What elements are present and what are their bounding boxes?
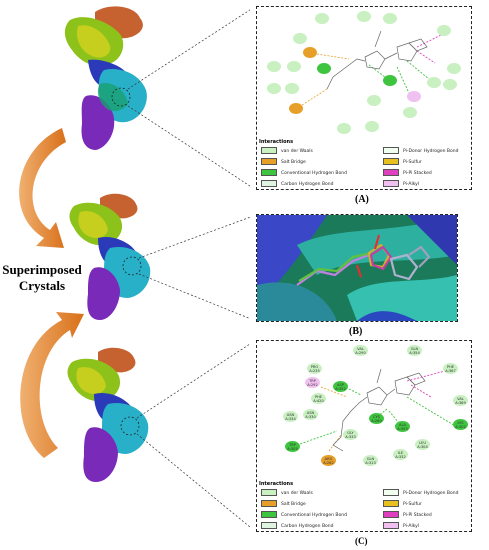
panel-c-label: (C): [355, 536, 368, 546]
residue-node: [289, 103, 303, 114]
legend-item: Pi-Donor Hydrogen Bond: [383, 147, 458, 154]
legend-item: Pi-Pi Stacked: [383, 169, 432, 176]
residue-node: [267, 83, 281, 94]
superimposed-crystals-title: Superimposed Crystals: [2, 262, 82, 293]
legend-item: Carbon Hydrogen Bond: [261, 180, 334, 187]
protein-structures: [19, 6, 250, 528]
residue-gln-354: GLN A:354: [407, 345, 422, 356]
residue-node: [407, 91, 421, 102]
residue-node: [365, 121, 379, 132]
residue-trp-305: TRP A:305: [285, 441, 300, 452]
residue-val-369: VAL A:369: [453, 395, 468, 406]
panel-c: VAL A:290 GLN A:354 PRO A:235 TRP A:292 …: [256, 340, 472, 532]
residue-ala-353: ALA A:353: [395, 421, 410, 432]
residue-leu-304: LEU A:304: [415, 439, 430, 450]
residue-pro-235: PRO A:235: [307, 363, 322, 374]
interaction-diagram-a: [298, 30, 442, 108]
residue-trp-292: TRP A:292: [305, 377, 320, 388]
residue-gly-333: GLY A:333: [343, 429, 358, 440]
legend-title: Interactions: [259, 481, 294, 487]
protein-structure-top: [64, 6, 147, 150]
residue-node: [303, 47, 317, 58]
curved-arrow-down: [19, 128, 66, 248]
residue-node: [367, 95, 381, 106]
ligand-overlay-render: [257, 215, 457, 321]
legend-item: van der Waals: [261, 147, 313, 154]
residue-node: [437, 25, 451, 36]
legend-item: Conventional Hydrogen Bond: [261, 511, 347, 518]
legend-item: Pi-Sulfur: [383, 158, 422, 165]
protein-structure-middle: [69, 193, 151, 320]
residue-node: [443, 79, 457, 90]
panel-b-label: (B): [349, 326, 363, 337]
residue-node: [315, 13, 329, 24]
legend-item: Pi-Donor Hydrogen Bond: [383, 489, 458, 496]
residue-asp-352: ASP A:352: [333, 381, 348, 392]
residue-ile-332: ILE A:332: [393, 449, 408, 460]
residue-node: [293, 33, 307, 44]
residue-phe-367: PHE A:367: [443, 363, 458, 374]
interaction-diagram-c: [296, 368, 458, 452]
panel-a: Interactions van der Waals Salt Bridge C…: [256, 6, 472, 190]
residue-node: [337, 123, 351, 134]
residue-lys-302: LYS A:302: [453, 419, 468, 430]
legend-item: Pi-Alkyl: [383, 522, 419, 529]
residue-asn-330: ASN A:330: [303, 409, 318, 420]
residue-arg-262: ARG A:262: [321, 455, 336, 466]
legend-item: Carbon Hydrogen Bond: [261, 522, 334, 529]
panel-b: [256, 214, 458, 322]
residue-phe-420: PHE A:420: [311, 393, 326, 404]
residue-node: [447, 63, 461, 74]
legend-item: Salt Bridge: [261, 158, 306, 165]
curved-arrow-up: [20, 312, 85, 458]
legend-title: Interactions: [259, 139, 294, 145]
legend-item: Salt Bridge: [261, 500, 306, 507]
panel-a-label: (A): [355, 194, 369, 205]
legend-item: Conventional Hydrogen Bond: [261, 169, 347, 176]
legend-item: Pi-Sulfur: [383, 500, 422, 507]
residue-node: [285, 83, 299, 94]
residue-node: [403, 107, 417, 118]
legend-item: Pi-Alkyl: [383, 180, 419, 187]
residue-asn-334: ASN A:334: [283, 411, 298, 422]
residue-node: [357, 11, 371, 22]
connector-lines: [127, 9, 250, 528]
protein-structure-bottom: [67, 347, 149, 482]
legend-item: van der Waals: [261, 489, 313, 496]
legend-item: Pi-Pi Stacked: [383, 511, 432, 518]
residue-node: [383, 13, 397, 24]
residue-node: [267, 61, 281, 72]
residue-gln-313: GLN A:313: [363, 455, 378, 466]
residue-val-290: VAL A:290: [353, 345, 368, 356]
residue-node: [317, 63, 331, 74]
residue-cys-260: CYS A:260: [369, 413, 384, 424]
residue-node: [427, 77, 441, 88]
residue-node: [287, 61, 301, 72]
residue-node: [383, 75, 397, 86]
